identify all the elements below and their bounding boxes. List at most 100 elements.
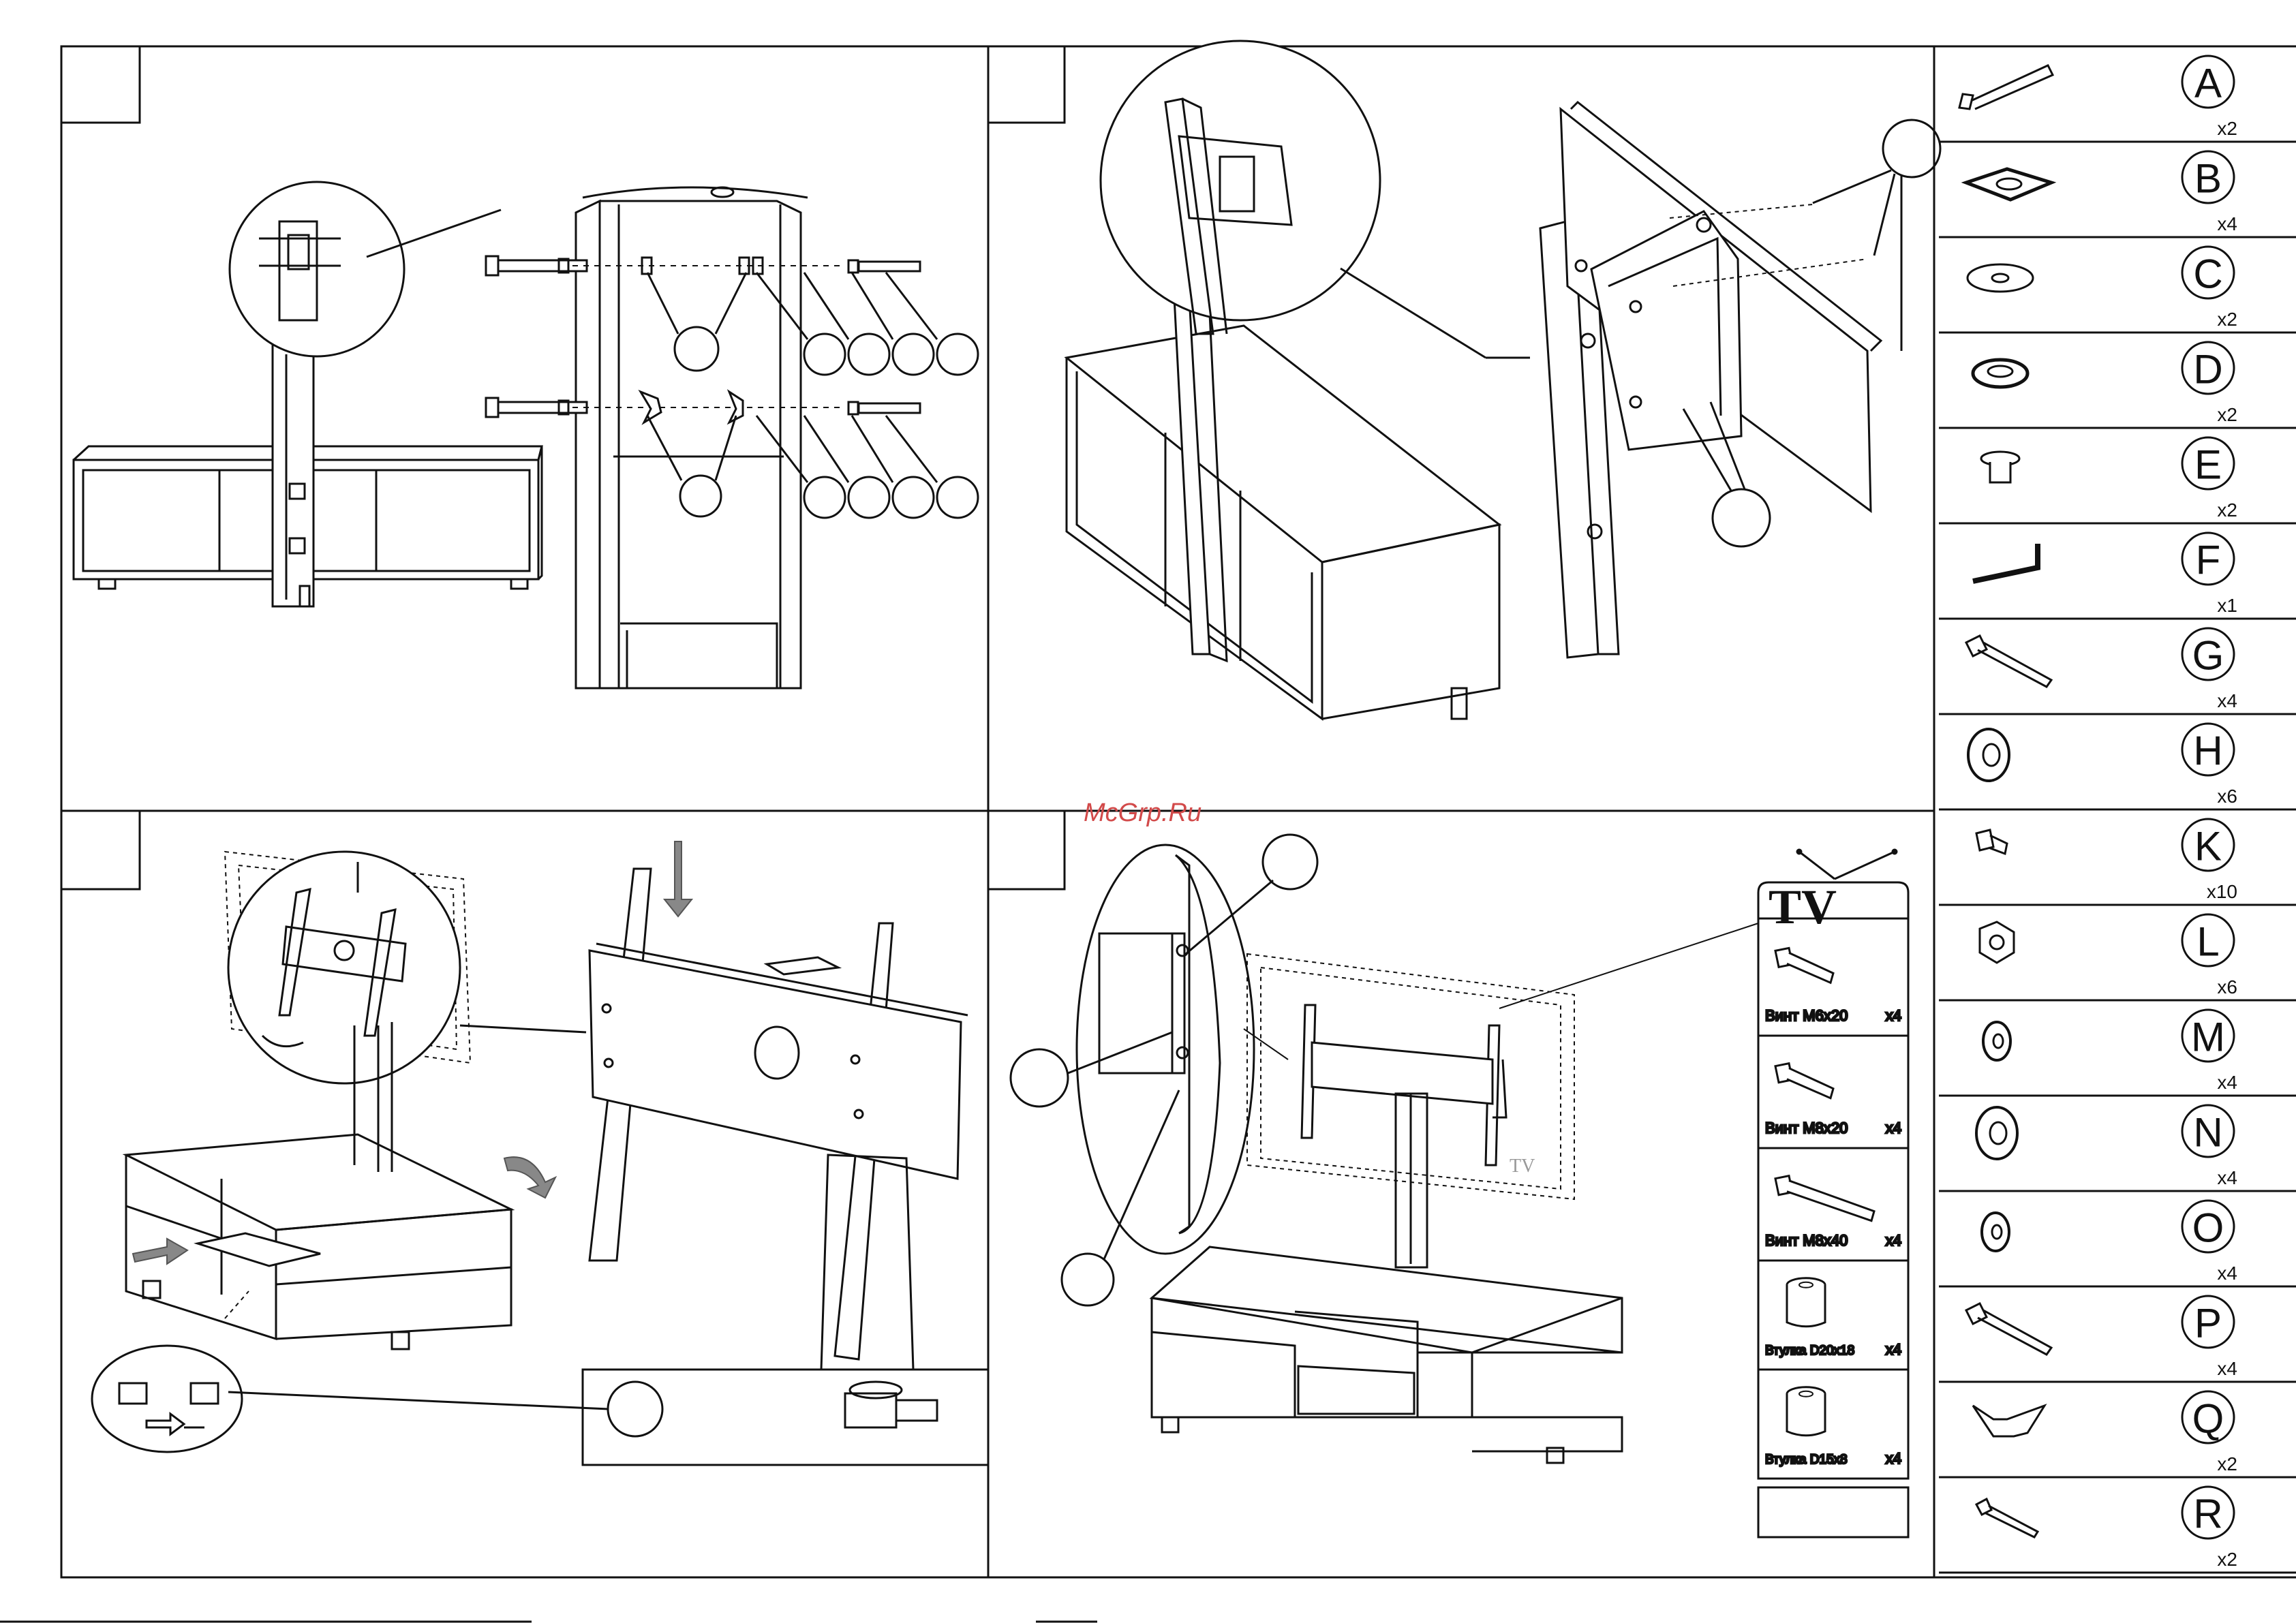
bolt-row-lower: [486, 392, 920, 422]
part-quantity: x2: [2217, 404, 2237, 425]
part-quantity: x2: [2217, 118, 2237, 139]
thick-washer-icon: [1968, 729, 2009, 781]
callout-circles: [647, 273, 978, 518]
part-quantity: x6: [2217, 976, 2237, 998]
cabinet-front-drawing: [1152, 1247, 1622, 1463]
part-row-c: Cx2: [1939, 247, 2296, 333]
part-letter: G: [2192, 633, 2224, 679]
part-quantity: x2: [2217, 1453, 2237, 1474]
short-screw-icon: [1976, 830, 2007, 854]
part-row-m: Mx4: [1939, 1010, 2296, 1096]
part-letter: M: [2191, 1015, 2225, 1060]
tv-kit-item-qty: x4: [1886, 1450, 1901, 1467]
part-quantity: x2: [2217, 309, 2237, 330]
part-row-a: Ax2: [1939, 56, 2296, 142]
part-row-o: Ox4: [1939, 1201, 2296, 1286]
part-letter: N: [2193, 1110, 2222, 1156]
part-row-q: Qx2: [1939, 1391, 2296, 1477]
part-row-e: Ex2: [1939, 437, 2296, 523]
part-row-g: Gx4: [1939, 628, 2296, 714]
part-letter: C: [2193, 251, 2222, 297]
wing-nut-icon: [1973, 1406, 2045, 1436]
screw-icon: [1775, 1064, 1833, 1098]
part-letter: A: [2194, 61, 2222, 106]
tv-kit-item-qty: x4: [1886, 1119, 1901, 1137]
cabinet-iso-drawing: [1067, 326, 1499, 719]
long-screw-icon: [1775, 1176, 1874, 1221]
tv-kit-item-name: Втулка D20x18: [1765, 1344, 1854, 1358]
small-washer-icon: [1982, 1213, 2009, 1251]
detail-ellipse-3: [92, 1291, 608, 1452]
part-letter: B: [2194, 156, 2222, 202]
part-letter: D: [2193, 347, 2222, 392]
long-bolt-icon: [1959, 65, 2053, 109]
detail-circle: [230, 182, 501, 356]
part-letter: F: [2196, 538, 2221, 583]
tv-kit-item: Винт M6x20 x4: [1765, 948, 1901, 1024]
part-quantity: x6: [2217, 786, 2237, 807]
part-letter: P: [2194, 1301, 2222, 1346]
step-2-panel: [1067, 41, 1940, 719]
part-row-d: Dx2: [1939, 342, 2296, 428]
tv-kit-item-name: Винт M6x20: [1765, 1007, 1848, 1024]
step-1-panel: [74, 182, 978, 688]
sleeve-icon: [1787, 1278, 1825, 1327]
tv-logo: TV: [1769, 880, 1837, 934]
part-letter: Q: [2192, 1396, 2224, 1442]
rotate-arrow-icon: [504, 1157, 555, 1198]
tv-kit-item-qty: x4: [1886, 1007, 1901, 1024]
tv-kit-item: Винт M8x20 x4: [1765, 1064, 1901, 1137]
part-quantity: x10: [2207, 881, 2237, 902]
bolt-row-upper: [486, 256, 920, 275]
part-quantity: x1: [2217, 595, 2237, 616]
bolt-icon: [1966, 1303, 2051, 1355]
part-row-p: Px4: [1939, 1296, 2296, 1382]
bolt-icon: [1966, 636, 2051, 687]
flat-washer-icon: [1968, 264, 2033, 292]
part-row-b: Bx4: [1939, 151, 2296, 237]
step-3-panel: [92, 841, 988, 1465]
split-washer-icon: [1973, 360, 2027, 387]
large-washer-icon: [1976, 1107, 2017, 1159]
tv-kit-item: Втулка D20x18 x4: [1765, 1278, 1901, 1358]
arrow-icon: [133, 1239, 187, 1264]
bracket-large-drawing: [590, 869, 968, 1370]
tv-kit-item-name: Винт M8x20: [1765, 1119, 1848, 1137]
part-letter: L: [2196, 919, 2219, 965]
sleeve-icon: [1787, 1387, 1825, 1436]
part-row-h: Hx6: [1939, 724, 2296, 809]
tv-kit-item: Винт M8x40 x4: [1765, 1176, 1901, 1249]
hex-nut-icon: [1980, 922, 2014, 963]
part-quantity: x4: [2217, 690, 2237, 711]
part-quantity: x2: [2217, 499, 2237, 521]
part-quantity: x2: [2217, 1549, 2237, 1570]
cap-nut-icon: [1981, 452, 2019, 482]
part-letter: R: [2193, 1491, 2222, 1537]
parts-legend: Ax2Bx4Cx2Dx2Ex2Fx1Gx4Hx6Kx10Lx6Mx4Nx4Ox4…: [1934, 46, 2296, 1577]
part-row-k: Kx10: [1939, 819, 2296, 905]
side-detail-ellipse: [1077, 845, 1254, 1254]
watermark: McGrp.Ru: [1084, 799, 1201, 827]
tv-kit-item-name: Винт M8x40: [1765, 1232, 1848, 1249]
part-row-r: Rx2: [1939, 1487, 2296, 1573]
tv-logo-small: TV: [1510, 1156, 1535, 1177]
part-quantity: x4: [2217, 1358, 2237, 1379]
detail-circle-3: [228, 852, 586, 1083]
part-quantity: x4: [2217, 1263, 2237, 1284]
arrow-down-icon: [664, 841, 692, 916]
allen-key-icon: [1973, 544, 2038, 581]
part-row-l: Lx6: [1939, 914, 2296, 1000]
bracket-assembly-iso: [1540, 102, 1881, 658]
tv-kit-item-qty: x4: [1886, 1341, 1901, 1358]
screw-icon: [1775, 948, 1833, 983]
part-quantity: x4: [2217, 1167, 2237, 1188]
part-letter: O: [2192, 1205, 2224, 1251]
washer-icon: [1983, 1022, 2010, 1060]
part-letter: K: [2194, 824, 2222, 869]
tv-kit-item-qty: x4: [1886, 1232, 1901, 1249]
part-letter: H: [2193, 728, 2222, 774]
detail-circle-2: [1101, 41, 1530, 358]
part-row-n: Nx4: [1939, 1105, 2296, 1191]
tv-kit-item-name: Втулка D15x8: [1765, 1453, 1848, 1467]
